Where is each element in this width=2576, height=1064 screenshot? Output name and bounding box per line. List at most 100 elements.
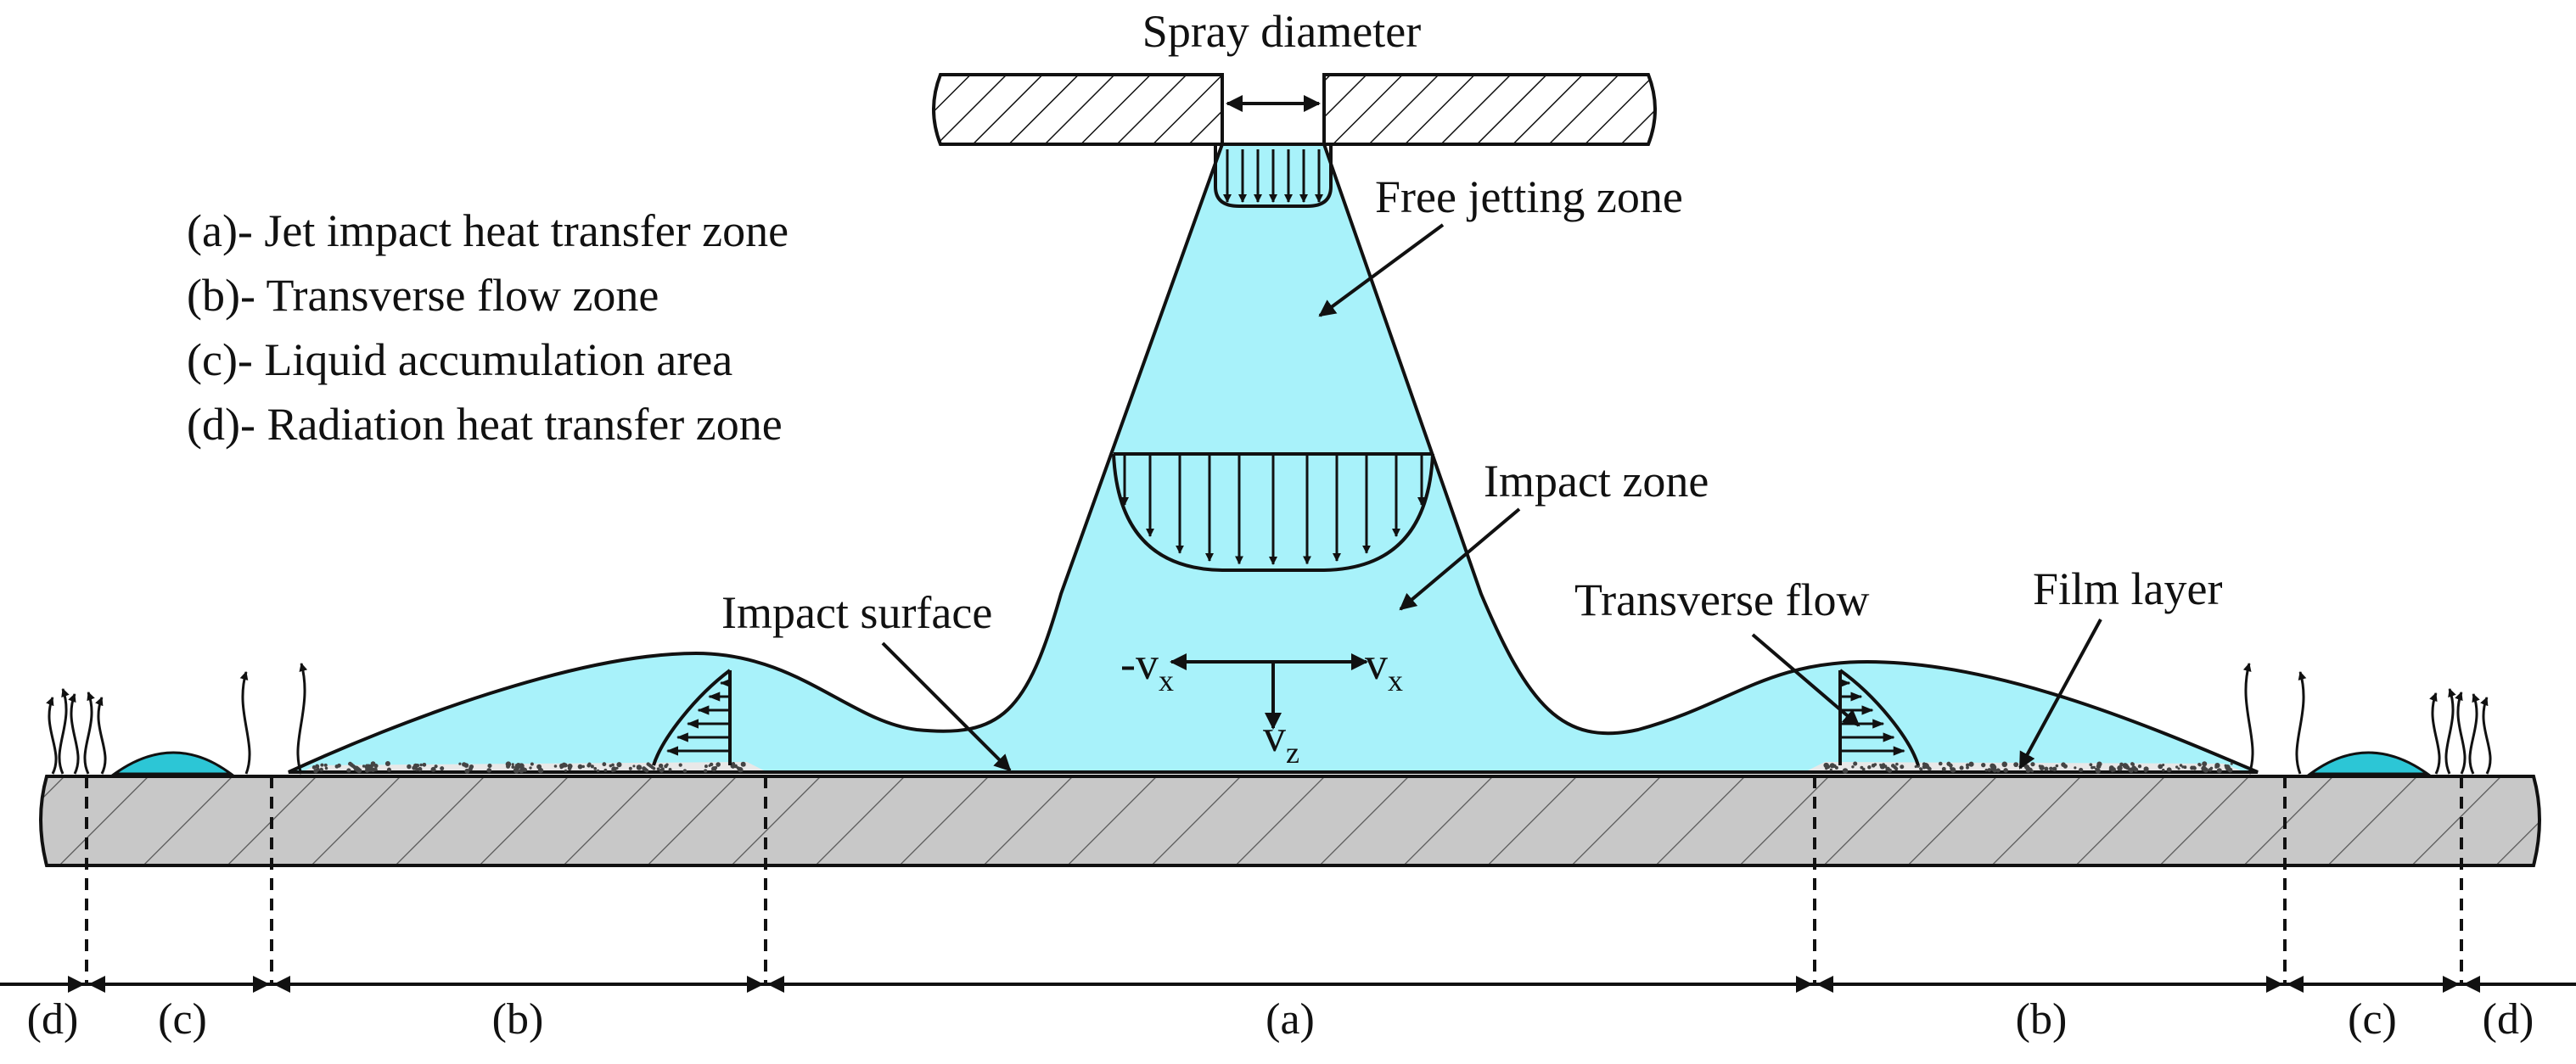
film-dot <box>564 769 567 772</box>
film-dot <box>1834 765 1838 770</box>
vz-label: vz <box>1263 710 1299 770</box>
film-dot <box>2095 767 2098 770</box>
film-dot <box>553 764 558 768</box>
legend-item-a: (a)- Jet impact heat transfer zone <box>187 205 789 256</box>
vapour-wavy-arrow <box>2468 693 2480 775</box>
zone-labels: (d) (c) (b) (a) (b) (c) (d) <box>27 995 2534 1044</box>
film-dot <box>1938 761 1943 766</box>
film-dot <box>611 763 615 767</box>
film-dot <box>1895 762 1899 766</box>
film-dot <box>2175 765 2179 769</box>
film-dot <box>1919 767 1923 771</box>
film-dot <box>2030 762 2035 767</box>
film-dot <box>668 767 672 771</box>
transverse-flow-label: Transverse flow <box>1574 574 1869 625</box>
film-dot <box>2137 764 2142 769</box>
vapour-wavy-arrow <box>95 697 107 775</box>
film-dot <box>586 763 591 768</box>
film-dot <box>362 764 366 768</box>
film-dot <box>365 764 369 769</box>
film-dot <box>2001 761 2008 768</box>
film-dot <box>422 762 427 767</box>
transverse-left-arrows <box>665 678 732 756</box>
film-dot <box>519 763 525 769</box>
film-dot <box>1893 765 1897 770</box>
film-dot <box>704 764 708 769</box>
film-dot <box>1873 763 1877 766</box>
film-dot <box>1990 764 1996 770</box>
film-dot <box>2209 766 2214 770</box>
film-dot <box>2214 762 2220 769</box>
film-dot <box>2044 766 2049 771</box>
nozzle-velocity-profile <box>1214 146 1333 208</box>
film-dot <box>514 768 519 774</box>
zone-label-b-left: (b) <box>492 995 544 1044</box>
zone-label-d-left: (d) <box>27 995 79 1044</box>
zone-label-c-right: (c) <box>2348 995 2397 1044</box>
film-dot <box>529 766 532 770</box>
film-dot <box>522 767 528 772</box>
film-dot <box>1923 763 1929 769</box>
impact-surface-leader <box>881 641 1012 772</box>
vapour-wavy-arrow <box>2429 692 2441 775</box>
legend: (a)- Jet impact heat transfer zone (b)- … <box>187 205 789 450</box>
vapour-wavy-arrow <box>2295 671 2307 775</box>
nozzle-profile-arrows <box>1223 149 1323 203</box>
film-dot <box>369 764 374 769</box>
film-dot <box>1867 765 1872 770</box>
film-dot <box>1968 761 1974 767</box>
film-dot <box>311 765 317 770</box>
film-dot <box>2039 764 2045 770</box>
nozzle-left-plate <box>932 73 1224 146</box>
film-dot <box>1826 764 1831 770</box>
vapour-wavy-arrow <box>2480 697 2492 775</box>
film-dot <box>530 762 534 766</box>
film-dot <box>2051 766 2057 772</box>
film-dot <box>418 766 423 772</box>
callouts: Free jetting zone Impact zone Impact sur… <box>721 171 2222 772</box>
film-dot <box>514 764 519 767</box>
droplet-left <box>110 751 235 776</box>
film-dot <box>486 768 492 773</box>
impact-surface-label: Impact surface <box>721 587 992 638</box>
film-dot <box>581 764 585 769</box>
film-dot <box>320 763 324 767</box>
jet-profile-curve <box>1112 453 1434 572</box>
film-dot <box>319 767 323 772</box>
film-layer-dots <box>306 761 2241 774</box>
vapour-wavy-arrow <box>296 663 308 775</box>
film-dot <box>2089 763 2093 767</box>
film-dot <box>373 767 378 771</box>
film-dot <box>2225 764 2231 770</box>
film-dot <box>2049 766 2053 771</box>
film-dot <box>596 769 600 773</box>
vx-label: vx <box>1365 638 1403 697</box>
film-dot <box>628 766 632 770</box>
film-dot <box>2119 762 2124 767</box>
film-dot <box>660 767 665 771</box>
film-dot <box>462 762 467 767</box>
impact-plate <box>39 775 2541 867</box>
film-dot <box>2079 767 2084 773</box>
film-dot <box>2091 765 2094 770</box>
legend-item-d: (d)- Radiation heat transfer zone <box>187 399 783 450</box>
zone-label-c-left: (c) <box>158 995 207 1044</box>
film-dot <box>2230 762 2233 765</box>
film-dot <box>2190 765 2195 770</box>
film-dot <box>652 766 656 770</box>
film-dot <box>1981 762 1986 768</box>
film-dot <box>2129 768 2134 773</box>
film-dot <box>384 761 390 767</box>
film-dot <box>1950 767 1956 773</box>
film-dot <box>2130 762 2135 766</box>
film-dot <box>458 762 462 765</box>
film-dot <box>656 767 660 771</box>
film-dot <box>2111 767 2116 772</box>
film-dot <box>430 766 436 772</box>
film-dot <box>1853 761 1858 766</box>
zone-label-b-right: (b) <box>2016 995 2068 1044</box>
vapour-wavy-arrow <box>68 693 80 775</box>
impact-zone-leader <box>1399 507 1521 611</box>
film-dot <box>616 762 622 768</box>
film-dot <box>665 763 669 766</box>
